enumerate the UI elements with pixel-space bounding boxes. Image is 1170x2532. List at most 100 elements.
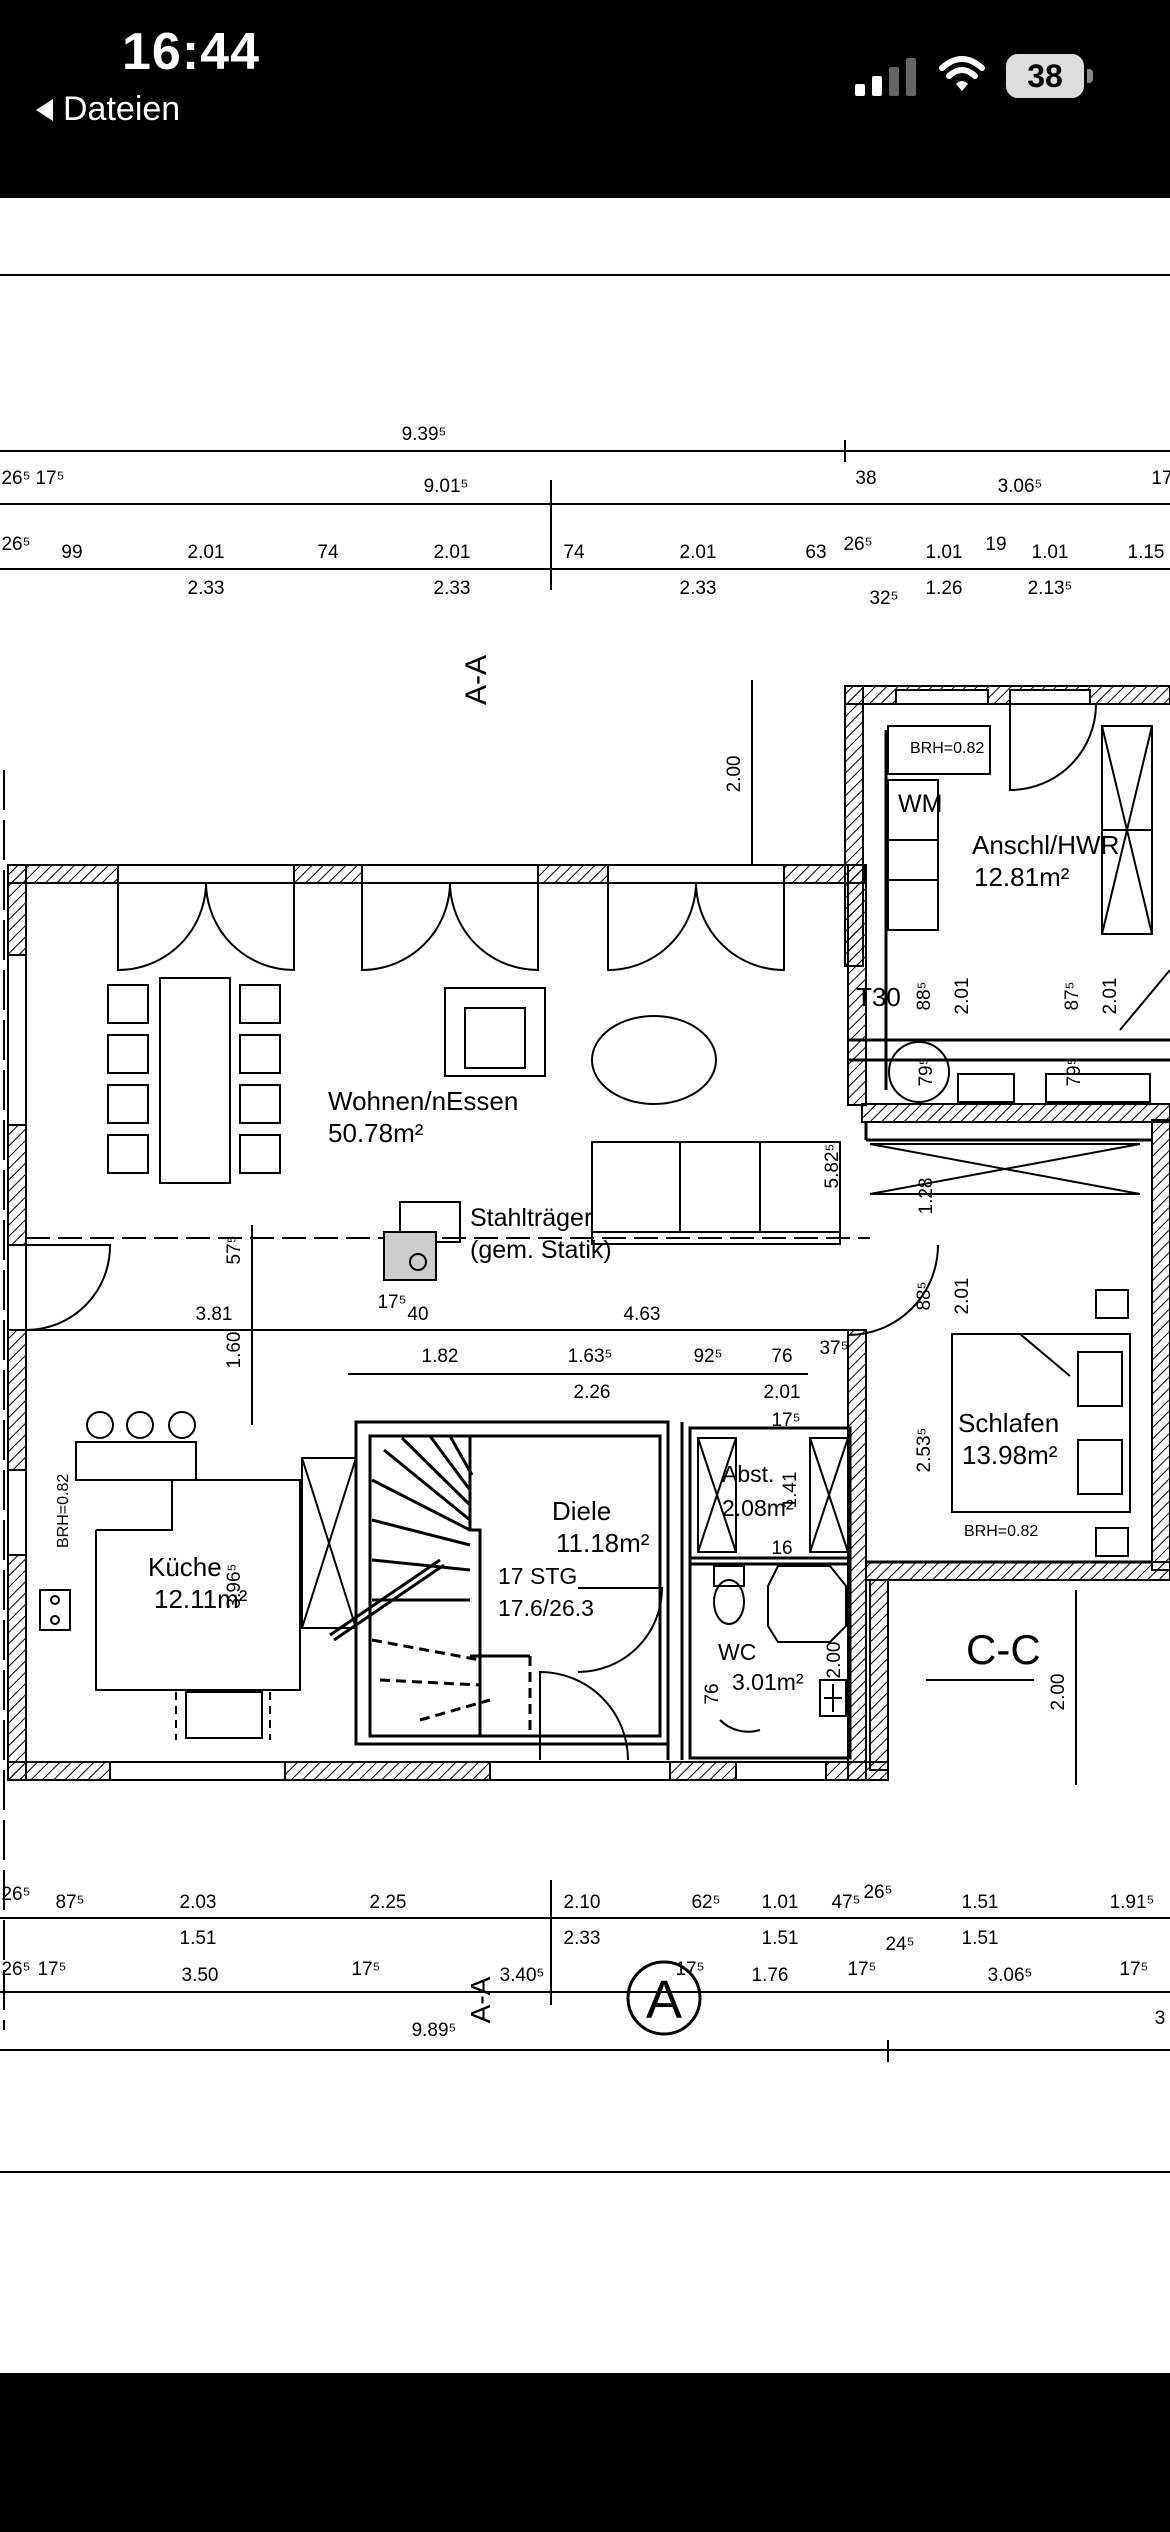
dining-table	[107, 977, 281, 1184]
signal-icon	[855, 58, 916, 96]
dim-bot-row1-8: 26⁵	[863, 1882, 892, 1903]
dim-bot-overall: 9.89⁵	[412, 2020, 457, 2041]
dim-top-row2-1: 99	[61, 542, 82, 563]
battery-level: 38	[1006, 54, 1084, 98]
label-t30: T30	[856, 982, 901, 1012]
label-section-cc: C-C	[966, 1626, 1041, 1673]
dim-int-4: 1.82	[422, 1346, 459, 1367]
dim-top-row2-11: 1.01	[1032, 542, 1069, 563]
dim-v-8: 79⁵	[916, 1057, 937, 1086]
dim-v-10: 1.28	[916, 1178, 937, 1215]
room-kueche-area: 12.11m²	[154, 1584, 248, 1614]
bathroom-fixtures	[697, 1437, 849, 1717]
dim-bot-row2-1: 17⁵	[37, 1959, 66, 1980]
dim-top-below-3: 32⁵	[869, 588, 898, 609]
dim-bot-row2-9: 17⁵	[1119, 1959, 1148, 1980]
dim-bot-row2-0: 26⁵	[1, 1959, 30, 1980]
utility-fixtures	[887, 725, 1170, 1103]
clock: 16:44	[122, 23, 260, 81]
label-brh-kueche: BRH=0.82	[55, 1474, 72, 1548]
dim-top-row2-4: 2.01	[434, 542, 471, 563]
staircase	[329, 1435, 532, 1736]
home-indicator-area	[0, 2373, 1170, 2532]
dim-top-row2-2: 2.01	[188, 542, 225, 563]
dim-top-row1-2: 9.01⁵	[424, 476, 469, 497]
dim-bot-below-2: 1.51	[762, 1928, 799, 1949]
dim-v-5: 2.01	[952, 978, 973, 1015]
kitchen-furniture	[39, 1411, 357, 1740]
dim-v-2: 57⁵	[224, 1235, 245, 1264]
vertical-dimensions	[3, 680, 1077, 2030]
dim-bot-below-0: 1.51	[180, 1928, 217, 1949]
room-kueche-name: Küche	[148, 1552, 222, 1582]
dim-int-9: 2.01	[764, 1382, 801, 1403]
dim-bot-row2-2: 3.50	[182, 1965, 219, 1986]
dim-top-row2-5: 74	[563, 542, 585, 563]
dim-top-below-5: 2.13⁵	[1028, 578, 1073, 599]
room-wc-area: 3.01m²	[732, 1669, 804, 1695]
dim-bot-row1-4: 2.10	[564, 1892, 601, 1913]
room-stair-ratio: 17.6/26.3	[498, 1595, 594, 1621]
room-diele-area: 11.18m²	[556, 1528, 650, 1558]
dim-int-10: 37⁵	[819, 1338, 848, 1359]
windows	[7, 689, 1091, 1781]
dim-int-6: 92⁵	[693, 1346, 722, 1367]
dim-bot-row2-8: 3.06⁵	[988, 1965, 1033, 1986]
back-arrow-icon	[36, 98, 53, 121]
section-marker-letter: A	[646, 1970, 682, 2030]
dim-v-3: 1.60	[224, 1332, 245, 1369]
door-swings	[25, 703, 1097, 1761]
dim-top-below-0: 2.33	[188, 578, 225, 599]
dim-small-1: 1.41	[780, 1472, 801, 1509]
dim-bot-row1-5: 62⁵	[691, 1892, 720, 1913]
status-bar: 16:44 Dateien 38	[0, 0, 1170, 198]
section-aa-bottom: A-A	[465, 1976, 496, 2023]
dim-top-row2-9: 1.01	[926, 542, 963, 563]
section-marker: A	[626, 1960, 702, 2036]
room-stair-name: 17 STG	[498, 1563, 577, 1589]
bottom-dimension-chains	[0, 1880, 1170, 2062]
dim-v-16: 3.96⁵	[224, 1564, 245, 1609]
top-dimension-chains	[0, 440, 1170, 590]
dim-top-overall: 9.39⁵	[402, 424, 447, 445]
label-brh-schlafen: BRH=0.82	[964, 1523, 1038, 1540]
dim-small-0: 76	[702, 1683, 723, 1704]
dim-top-row2-7: 63	[805, 542, 826, 563]
dim-top-row1-1: 17⁵	[35, 468, 64, 489]
dim-bot-below-1: 2.33	[564, 1928, 601, 1949]
dim-bot-row1-7: 47⁵	[831, 1892, 860, 1913]
label-statik: (gem. Statik)	[470, 1236, 612, 1264]
room-anschl-name: Anschl/HWR	[972, 830, 1119, 860]
dim-v-14: 2.00	[1048, 1674, 1069, 1711]
dim-v-11: 88⁵	[914, 1281, 935, 1310]
label-brh-top: BRH=0.82	[910, 740, 984, 757]
dim-top-row1-0: 26⁵	[1, 468, 30, 489]
dim-int-5: 1.63⁵	[568, 1346, 613, 1367]
pdf-viewer[interactable]: 9.39⁵ 26⁵ 17⁵ 9.01⁵ 38 3.06⁵ 17 26⁵ 99 2…	[0, 198, 1170, 2373]
room-wc-name: WC	[718, 1639, 756, 1665]
dim-int-7: 76	[771, 1346, 792, 1367]
dim-bot-row2-3: 17⁵	[351, 1959, 380, 1980]
bedroom-furniture	[869, 1143, 1141, 1557]
dim-top-row1-4: 3.06⁵	[998, 476, 1043, 497]
dim-top-below-2: 2.33	[680, 578, 717, 599]
back-button[interactable]: Dateien	[36, 90, 180, 129]
steel-column	[383, 1201, 461, 1281]
dim-v-13: 2.53⁵	[914, 1428, 935, 1473]
dim-int-0: 3.81	[196, 1304, 233, 1325]
room-abst-name: Abst.	[722, 1461, 774, 1487]
dim-v-12: 2.01	[952, 1278, 973, 1315]
dim-small-2: 16	[771, 1538, 792, 1559]
dim-top-row2-0: 26⁵	[1, 534, 30, 555]
dim-int-11: 17⁵	[771, 1410, 800, 1431]
dim-bot-row2-7: 17⁵	[847, 1959, 876, 1980]
dim-top-row2-10: 19	[985, 534, 1006, 555]
dim-bot-row1-10: 1.91⁵	[1110, 1892, 1155, 1913]
dim-bot-row1-6: 1.01	[762, 1892, 799, 1913]
floor-plan[interactable]: 9.39⁵ 26⁵ 17⁵ 9.01⁵ 38 3.06⁵ 17 26⁵ 99 2…	[0, 198, 1170, 2373]
dim-top-row2-8: 26⁵	[843, 534, 872, 555]
dim-int-1: 4.63	[624, 1304, 661, 1325]
dim-v-0: 2.00	[724, 756, 745, 793]
dim-top-row2-3: 74	[317, 542, 339, 563]
wifi-icon	[939, 56, 985, 91]
